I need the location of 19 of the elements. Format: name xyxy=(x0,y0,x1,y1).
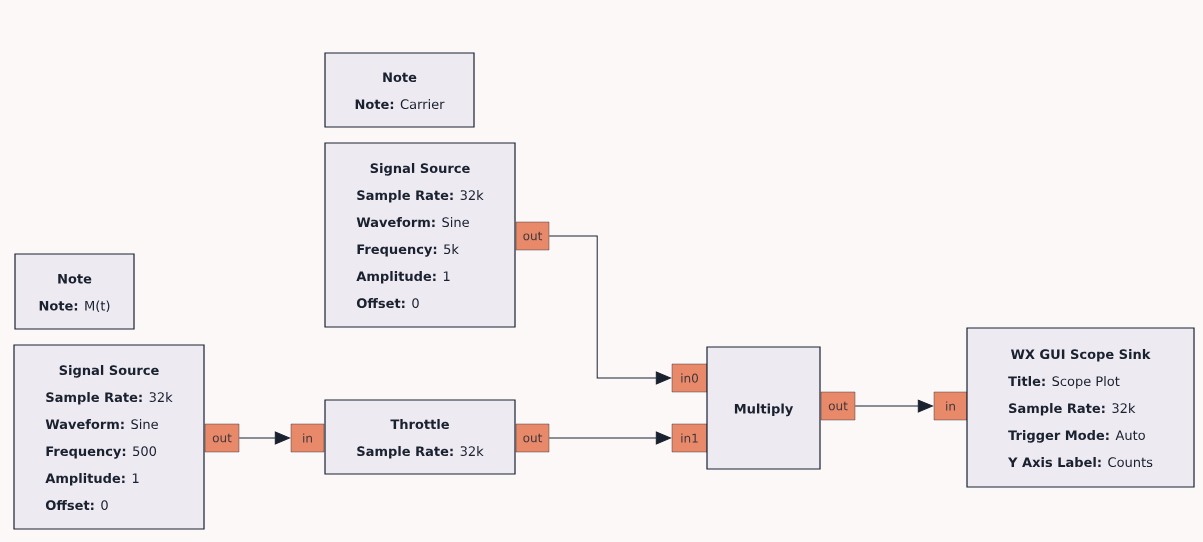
port-box: in xyxy=(933,391,968,421)
arrow xyxy=(238,431,290,445)
note-box: Note Note: Carrier xyxy=(324,52,475,128)
port-box: in xyxy=(290,423,325,453)
block-box: Multiply xyxy=(706,346,821,470)
block-box: Throttle Sample Rate: 32k xyxy=(324,399,516,475)
port-box: out xyxy=(820,391,856,421)
block-box: Signal Source Sample Rate: 32k Waveform: Sine Frequency: 5k Amplitude: 1 Offset: 0 xyxy=(324,142,516,328)
port-box: in0 xyxy=(671,363,708,393)
port-box: out xyxy=(515,423,550,453)
block-box: Signal Source Sample Rate: 32k Waveform: Sine Frequency: 500 Amplitude: 1 Offset: 0 xyxy=(13,344,205,530)
port-box: out xyxy=(204,423,240,453)
block-box: WX GUI Scope Sink Title: Scope Plot Sample Rate: 32k Trigger Mode: Auto Y Axis Label: Counts xyxy=(966,327,1195,488)
arrow xyxy=(548,235,671,385)
port-box: out xyxy=(515,221,550,251)
arrow xyxy=(548,431,671,445)
note-box: Note Note: M(t) xyxy=(14,253,135,330)
arrow xyxy=(854,399,933,413)
port-box: in1 xyxy=(671,423,708,453)
